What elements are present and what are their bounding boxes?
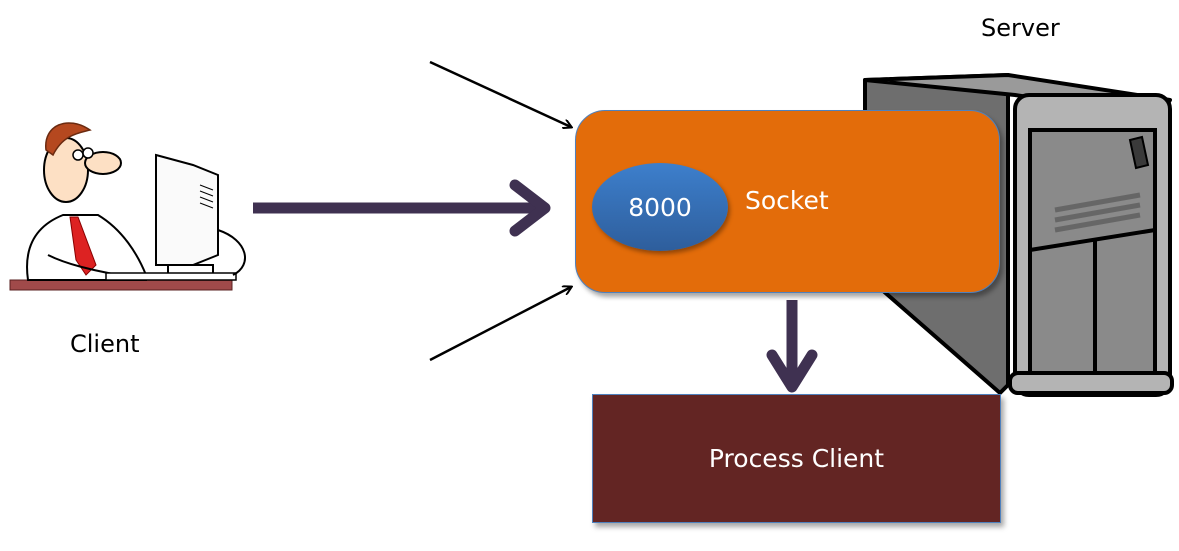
client-to-socket-arrow	[253, 179, 551, 237]
socket-label: Socket	[745, 186, 829, 215]
incoming-connection-arrow-bottom	[429, 287, 571, 362]
port-number: 8000	[628, 192, 692, 222]
person-at-computer-icon	[9, 122, 246, 291]
process-client-box: Process Client	[592, 394, 1001, 523]
socket-to-process-arrow	[766, 300, 818, 393]
process-client-label: Process Client	[708, 444, 885, 473]
incoming-connection-arrow-top	[429, 60, 571, 127]
server-label: Server	[981, 14, 1060, 42]
port-badge: 8000	[592, 163, 728, 251]
client-label: Client	[70, 330, 140, 358]
